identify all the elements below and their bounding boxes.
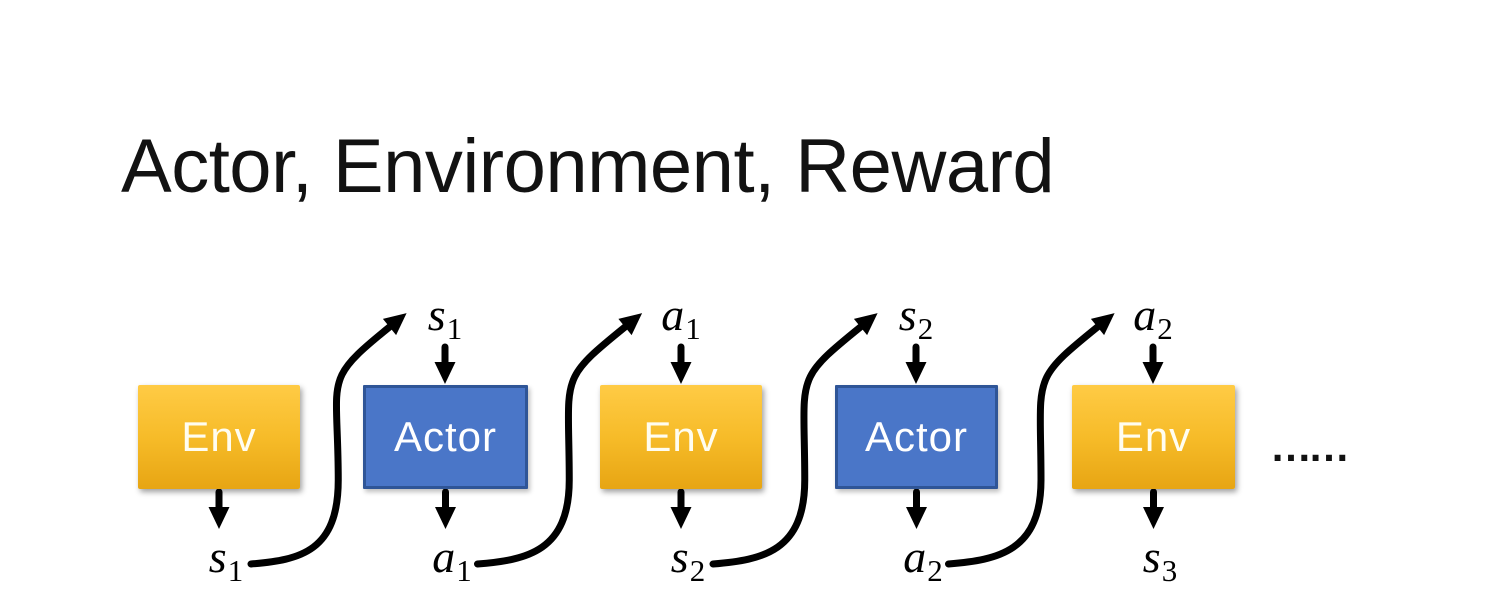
math-subscript: 2: [927, 553, 943, 588]
math-subscript: 3: [1161, 553, 1178, 588]
node-env-1: Env: [138, 385, 300, 489]
node-label: Actor: [393, 413, 498, 460]
math-subscript: 2: [1157, 311, 1173, 346]
node-label: Env: [643, 413, 719, 460]
math-subscript: 2: [917, 311, 934, 346]
math-symbol: a: [661, 289, 685, 340]
node-actor-1: Actor: [363, 385, 528, 489]
math-subscript: 1: [446, 311, 463, 346]
math-symbol: a: [1133, 289, 1157, 340]
connector-a1-to-a1: [474, 313, 643, 568]
label-a2-top: a2: [1133, 289, 1173, 346]
math-symbol: s: [427, 289, 446, 340]
ellipsis-dots: ……: [1270, 423, 1350, 470]
connector-s1-to-s1: [247, 313, 407, 568]
math-symbol: a: [903, 531, 927, 582]
label-s2-bottom: s2: [670, 531, 706, 588]
math-symbol: s: [670, 531, 689, 582]
node-label: Env: [181, 413, 257, 460]
math-symbol: s: [1142, 531, 1161, 582]
label-s1-bottom: s1: [208, 531, 244, 588]
label-a1-top: a1: [661, 289, 701, 346]
label-s2-top: s2: [898, 289, 934, 346]
connector-s2-to-s2: [709, 313, 878, 568]
math-subscript: 1: [227, 553, 244, 588]
label-s1-top: s1: [427, 289, 463, 346]
math-symbol: s: [898, 289, 917, 340]
connector-a2-to-a2: [945, 313, 1115, 568]
label-a1-bottom: a1: [432, 531, 472, 588]
slide-title: Actor, Environment, Reward: [121, 124, 1055, 209]
label-a2-bottom: a2: [903, 531, 943, 588]
node-env-2: Env: [600, 385, 762, 489]
math-subscript: 1: [685, 311, 701, 346]
math-subscript: 2: [689, 553, 706, 588]
node-env-3: Env: [1072, 385, 1235, 489]
math-subscript: 1: [456, 553, 472, 588]
label-s3-bottom: s3: [1142, 531, 1178, 588]
math-symbol: a: [432, 531, 456, 582]
node-label: Actor: [864, 413, 969, 460]
node-label: Env: [1115, 413, 1192, 460]
math-symbol: s: [208, 531, 227, 582]
node-actor-2: Actor: [835, 385, 998, 489]
